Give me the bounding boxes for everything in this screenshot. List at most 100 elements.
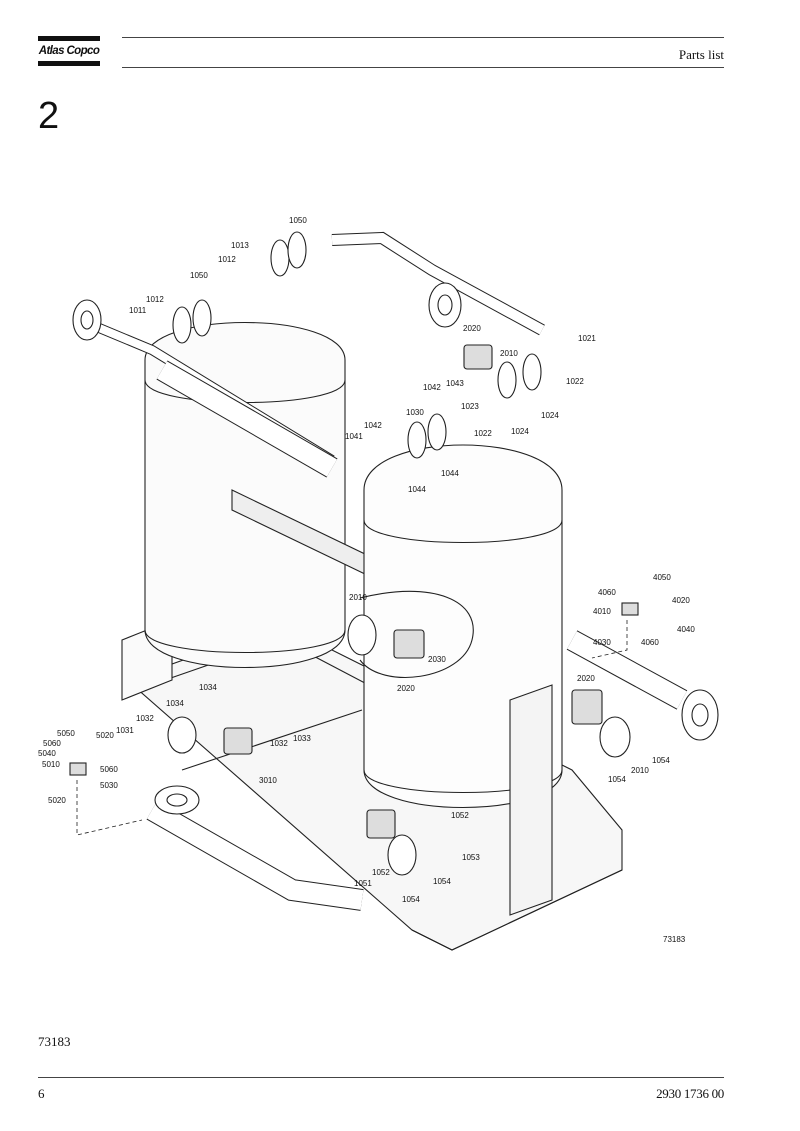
callout-c2020a: 2020 (463, 324, 481, 333)
callout-c1024a: 1024 (541, 411, 559, 420)
page-number: 6 (38, 1086, 45, 1101)
callout-c2010c: 2010 (631, 766, 649, 775)
callout-c1022a: 1022 (566, 377, 584, 386)
right-vessel-seam-bottom (363, 769, 563, 793)
sensor-right (621, 602, 639, 616)
drawing-svg: 1050 1013 1012 1050 1012 1011 2020 1021 … (38, 216, 719, 951)
callout-c1052a: 1052 (451, 811, 469, 820)
exploded-parts-drawing: 1050 1013 1012 1050 1012 1011 2020 1021 … (32, 210, 768, 958)
callout-c4020: 4020 (672, 596, 690, 605)
callout-c1022b: 1022 (474, 429, 492, 438)
callout-c1042b: 1042 (364, 421, 382, 430)
callout-c5060b: 5060 (100, 765, 118, 774)
callout-c2010a: 2010 (500, 349, 518, 358)
callout-c4050: 4050 (653, 573, 671, 582)
callout-c5030: 5030 (100, 781, 118, 790)
callout-c5050: 5050 (57, 729, 75, 738)
callout-c4030: 4030 (593, 638, 611, 647)
callout-c1050b: 1050 (190, 271, 208, 280)
flange-top-right-bore (437, 294, 453, 316)
valve-ring-mid (347, 614, 377, 656)
callout-c1023: 1023 (461, 402, 479, 411)
valve-actuator-mid (393, 629, 425, 659)
callout-c1011: 1011 (129, 306, 147, 315)
callout-c1044b: 1044 (408, 485, 426, 494)
callout-c1012b: 1012 (146, 295, 164, 304)
callout-c1054a: 1054 (652, 756, 670, 765)
callout-c5010: 5010 (42, 760, 60, 769)
dashed-leader-right (591, 620, 628, 659)
section-number: 2 (38, 95, 60, 137)
callout-c1054c: 1054 (433, 877, 451, 886)
gasket-3 (172, 306, 192, 344)
header-pipe (157, 361, 337, 477)
valve-ring-left (167, 716, 197, 754)
valve-ring-right (599, 716, 631, 758)
right-vessel-seam-top (363, 519, 563, 543)
gasket-8 (522, 353, 542, 391)
dashed-leaders (76, 620, 628, 836)
header-rule-top (122, 37, 724, 38)
callout-c5020b: 5020 (48, 796, 66, 805)
top-pipe-right (331, 232, 545, 335)
callout-c2020b: 2020 (397, 684, 415, 693)
left-vessel-seam-bottom (144, 629, 346, 653)
callout-c1021: 1021 (578, 334, 596, 343)
sensor-left (69, 762, 87, 776)
header-rule-bottom (122, 67, 724, 68)
callout-c1024b: 1024 (511, 427, 529, 436)
gasket-7 (497, 361, 517, 399)
gasket-5 (407, 421, 427, 459)
callout-c1050a: 1050 (289, 216, 307, 225)
callout-c2020c: 2020 (577, 674, 595, 683)
callout-c2010b: 2010 (349, 593, 367, 602)
valve-actuator-top (463, 344, 493, 370)
drawing-geometry (69, 231, 719, 951)
callout-c1054b: 1054 (608, 775, 626, 784)
logo-text: Atlas Copco (38, 45, 100, 57)
callout-c4060a: 4060 (598, 588, 616, 597)
callout-c1044a: 1044 (441, 469, 459, 478)
callout-c1034b: 1034 (166, 699, 184, 708)
valve-actuator-bottom (366, 809, 396, 839)
base-frame-edge (411, 869, 623, 951)
logo-bar-top (38, 36, 100, 41)
header-title: Parts list (678, 47, 724, 62)
gasket-6 (427, 413, 447, 451)
valve-ring-bottom (387, 834, 417, 876)
flange-right-bore (691, 703, 709, 727)
callout-c1013: 1013 (231, 241, 249, 250)
callout-c1034a: 1034 (199, 683, 217, 692)
document-number: 2930 1736 00 (656, 1086, 724, 1101)
callout-c5060a: 5060 (43, 739, 61, 748)
valve-actuator-right (571, 689, 603, 725)
footer-rule (38, 1077, 724, 1078)
callout-c4010: 4010 (593, 607, 611, 616)
gasket-2 (287, 231, 307, 269)
logo-bar-bottom (38, 61, 100, 66)
callout-c1053: 1053 (462, 853, 480, 862)
callout-c1052b: 1052 (372, 868, 390, 877)
dashed-leader-left (76, 780, 143, 836)
flange-bottom-left-bore (166, 793, 188, 807)
callout-c1031: 1031 (116, 726, 134, 735)
callout-c1032a: 1032 (136, 714, 154, 723)
right-column (509, 684, 553, 916)
callout-c1042a: 1042 (423, 383, 441, 392)
callout-c3010: 3010 (259, 776, 277, 785)
callout-labels: 1050 1013 1012 1050 1012 1011 2020 1021 … (38, 216, 695, 944)
valve-actuator-left (223, 727, 253, 755)
callout-c1033: 1033 (293, 734, 311, 743)
gasket-1 (270, 239, 290, 277)
drawing-id-label: 73183 (663, 935, 686, 944)
callout-c4060b: 4060 (641, 638, 659, 647)
callout-c1041: 1041 (345, 432, 363, 441)
callout-c1030: 1030 (406, 408, 424, 417)
callout-c1051: 1051 (354, 879, 372, 888)
right-pipe (567, 631, 687, 709)
bottom-pipe (147, 801, 364, 910)
callout-c1032b: 1032 (270, 739, 288, 748)
callout-c1054d: 1054 (402, 895, 420, 904)
figure-reference: 73183 (38, 1034, 71, 1049)
atlas-copco-logo: Atlas Copco (38, 36, 100, 68)
